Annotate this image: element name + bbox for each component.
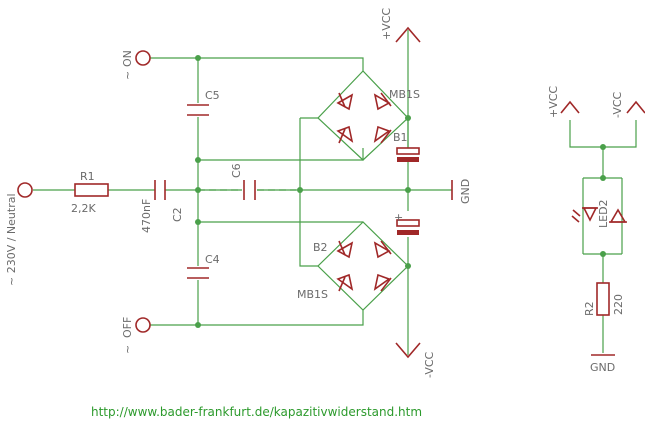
led-pair xyxy=(571,207,627,223)
label-neg-vcc: -VCC xyxy=(423,351,436,378)
bridge-rectifier-b1 xyxy=(336,92,392,144)
tilde-on: ~ xyxy=(121,71,134,80)
source-url: http://www.bader-frankfurt.de/kapazitivw… xyxy=(91,405,422,419)
capacitor-c6 xyxy=(243,180,256,200)
neg-vcc-arrow-icon xyxy=(395,342,421,359)
label-r2: R2 xyxy=(583,301,596,316)
on-terminal xyxy=(135,50,151,66)
label-polarity: + xyxy=(394,211,403,224)
vcc-arrow-icon xyxy=(395,26,421,43)
label-gnd: GND xyxy=(459,179,472,204)
junctions xyxy=(195,55,411,328)
capacitor-c4 xyxy=(187,267,209,279)
label-b1: B1 xyxy=(393,131,408,144)
label-c5: C5 xyxy=(205,89,220,102)
vcc-pos-arrow-icon xyxy=(560,100,580,114)
led-subcircuit xyxy=(560,100,645,356)
label-c2-value: 470nF xyxy=(140,199,153,233)
electrolytic-cap-bottom xyxy=(396,219,420,235)
label-r1: R1 xyxy=(80,170,95,183)
bridge-rectifier-b2 xyxy=(336,240,392,292)
label-off: OFF xyxy=(121,317,134,338)
capacitor-c2 xyxy=(154,180,166,200)
label-c4: C4 xyxy=(205,253,220,266)
tilde-off: ~ xyxy=(121,345,134,354)
label-vcc-pos-right: +VCC xyxy=(547,86,560,118)
label-c6: C6 xyxy=(230,163,243,178)
mains-terminal xyxy=(17,182,33,198)
label-r1-value: 2,2K xyxy=(71,202,96,215)
label-b2: B2 xyxy=(313,241,328,254)
resistor-r2 xyxy=(596,282,610,316)
label-r2-value: 220 xyxy=(612,294,625,315)
label-mains: ~ 230V / Neutral xyxy=(5,193,18,286)
label-vcc-neg-right: -VCC xyxy=(611,91,624,118)
wires xyxy=(33,30,452,355)
electrolytic-cap-top xyxy=(396,147,420,162)
label-vcc-top: +VCC xyxy=(380,8,393,40)
vcc-neg-arrow-icon xyxy=(626,100,645,114)
label-c2: C2 xyxy=(171,207,184,222)
label-on: ON xyxy=(121,50,134,67)
resistor-r1 xyxy=(74,183,109,197)
label-led: LED2 xyxy=(597,199,610,228)
off-terminal xyxy=(135,317,151,333)
label-b2-part: MB1S xyxy=(297,288,328,301)
label-gnd-right: GND xyxy=(590,361,615,374)
label-b1-part: MB1S xyxy=(389,88,420,101)
capacitor-c5 xyxy=(187,104,209,116)
